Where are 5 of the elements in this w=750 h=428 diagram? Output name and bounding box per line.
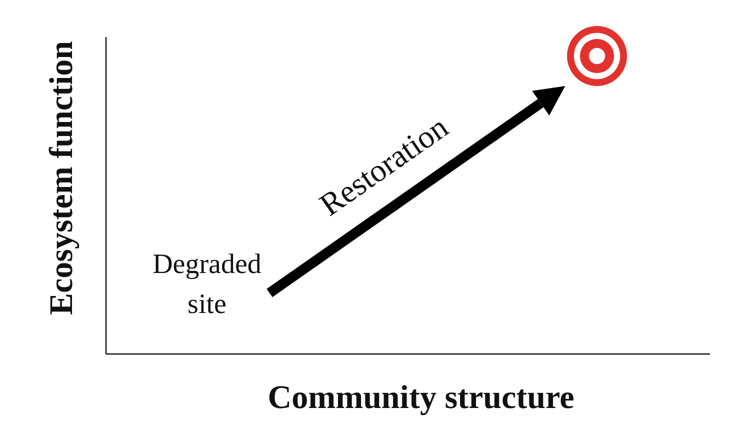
target-icon [567, 26, 627, 86]
axis-title: Ecosystem function [44, 40, 80, 316]
axis-title: Community structure [268, 380, 574, 416]
node-label: Degraded site [148, 245, 266, 325]
arrow [266, 86, 566, 298]
